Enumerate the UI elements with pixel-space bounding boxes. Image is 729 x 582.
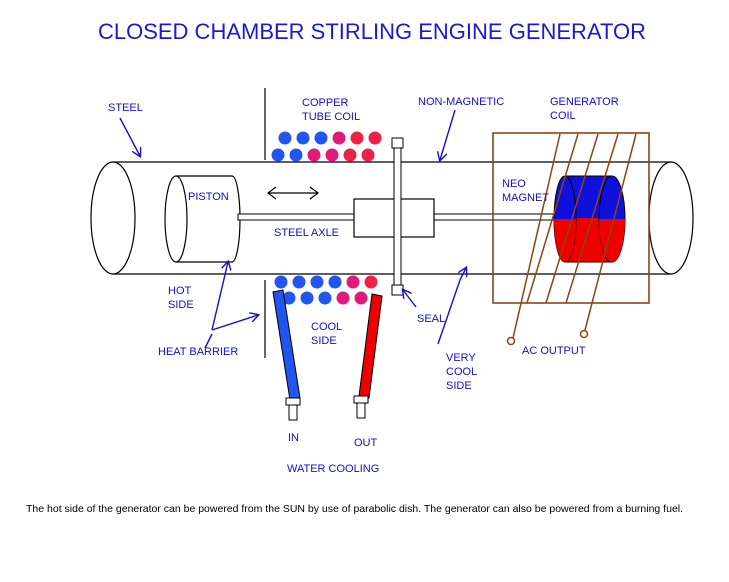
caption: The hot side of the generator can be pow… <box>26 503 683 515</box>
label-water-cooling: WATER COOLING <box>287 463 379 475</box>
label-generator-line2: COIL <box>550 110 576 122</box>
seal-leader <box>403 290 417 308</box>
label-out: OUT <box>354 437 378 449</box>
label-seal: SEAL <box>417 313 445 325</box>
label-steel: STEEL <box>108 102 143 114</box>
copper-tube-coil-top <box>271 131 382 162</box>
label-very-cool-line3: SIDE <box>446 380 472 392</box>
diagram-title: CLOSED CHAMBER STIRLING ENGINE GENERATOR <box>98 19 646 44</box>
label-neo-line2: MAGNET <box>502 192 549 204</box>
copper-tube-coil-bottom <box>274 275 378 305</box>
label-copper-line1: COPPER <box>302 97 349 109</box>
label-non-magnetic: NON-MAGNETIC <box>418 96 504 108</box>
label-cool-line2: SIDE <box>311 335 337 347</box>
label-very-cool-line1: VERY <box>446 352 476 364</box>
label-heat-barrier: HEAT BARRIER <box>158 346 238 358</box>
ac-terminal-left <box>506 336 516 346</box>
steel-cylinder <box>90 161 694 275</box>
label-hot-line2: SIDE <box>168 299 194 311</box>
cylinder-right-end <box>648 161 694 275</box>
label-neo-line1: NEO <box>502 178 526 190</box>
ac-terminal-right <box>579 329 589 339</box>
cylinder-left-end <box>90 161 136 275</box>
seal-plate <box>391 137 404 296</box>
label-in: IN <box>288 432 299 444</box>
label-very-cool-line2: COOL <box>446 366 477 378</box>
heat-barrier-leader-right <box>211 315 258 331</box>
piston <box>164 175 241 263</box>
water-inlet-pipe <box>272 289 301 421</box>
label-copper-line2: TUBE COIL <box>302 111 360 123</box>
label-cool-line1: COOL <box>311 321 342 333</box>
label-hot-line1: HOT <box>168 285 192 297</box>
very-cool-leader-arrow <box>460 268 466 281</box>
very-cool-leader-line <box>437 279 461 345</box>
generator-coil-windings <box>506 133 637 346</box>
label-steel-axle: STEEL AXLE <box>274 227 339 239</box>
piston-motion-arrow <box>267 186 319 200</box>
generator-coil-frame <box>492 132 650 304</box>
label-piston: PISTON <box>188 191 229 203</box>
steel-leader <box>119 117 140 156</box>
heat-barrier-leader-stub <box>204 333 213 349</box>
label-ac-output: AC OUTPUT <box>522 345 586 357</box>
water-outlet-pipe <box>353 293 383 419</box>
label-generator-line1: GENERATOR <box>550 96 619 108</box>
leader-lines <box>119 109 466 349</box>
non-magnetic-leader <box>440 109 456 160</box>
heat-barrier-leader-left <box>211 262 228 331</box>
